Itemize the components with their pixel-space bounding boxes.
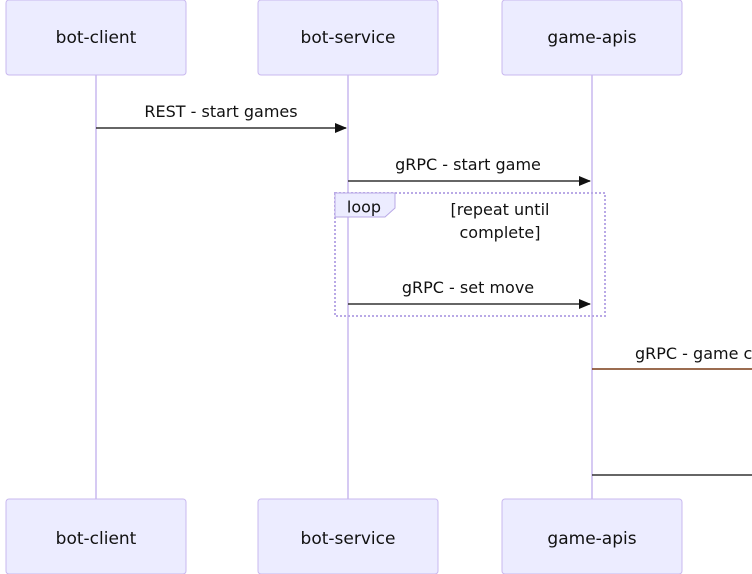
message-label: gRPC - game c (635, 344, 752, 363)
message-grpc-game-offscreen: gRPC - game c (592, 344, 752, 370)
loop-label: loop (347, 198, 381, 217)
message-grpc-start-game: gRPC - start game (348, 155, 591, 186)
actor-bottom-bot-client: bot-client (5, 498, 187, 574)
actor-bottom-bot-service: bot-service (257, 498, 439, 574)
actor-bottom-game-apis: game-apis (501, 498, 683, 574)
loop-tab (334, 192, 396, 218)
actor-label: game-apis (547, 529, 636, 549)
loop-frame: loop [repeat until complete] (334, 192, 606, 317)
actor-top-game-apis: game-apis (501, 0, 683, 76)
message-label: gRPC - start game (395, 155, 541, 174)
message-grpc-set-move: gRPC - set move (348, 278, 591, 309)
loop-condition-line1: [repeat until (451, 200, 550, 219)
actor-label: bot-client (56, 529, 137, 549)
actor-top-bot-service: bot-service (257, 0, 439, 76)
actor-top-bot-client: bot-client (5, 0, 187, 76)
actor-label: game-apis (547, 28, 636, 48)
message-rest-start-games: REST - start games (96, 102, 347, 133)
actor-label: bot-service (301, 28, 396, 48)
message-label: gRPC - set move (402, 278, 534, 297)
actor-label: bot-client (56, 28, 137, 48)
loop-condition-line2: complete] (460, 223, 541, 242)
actor-label: bot-service (301, 529, 396, 549)
message-label: REST - start games (144, 102, 297, 121)
